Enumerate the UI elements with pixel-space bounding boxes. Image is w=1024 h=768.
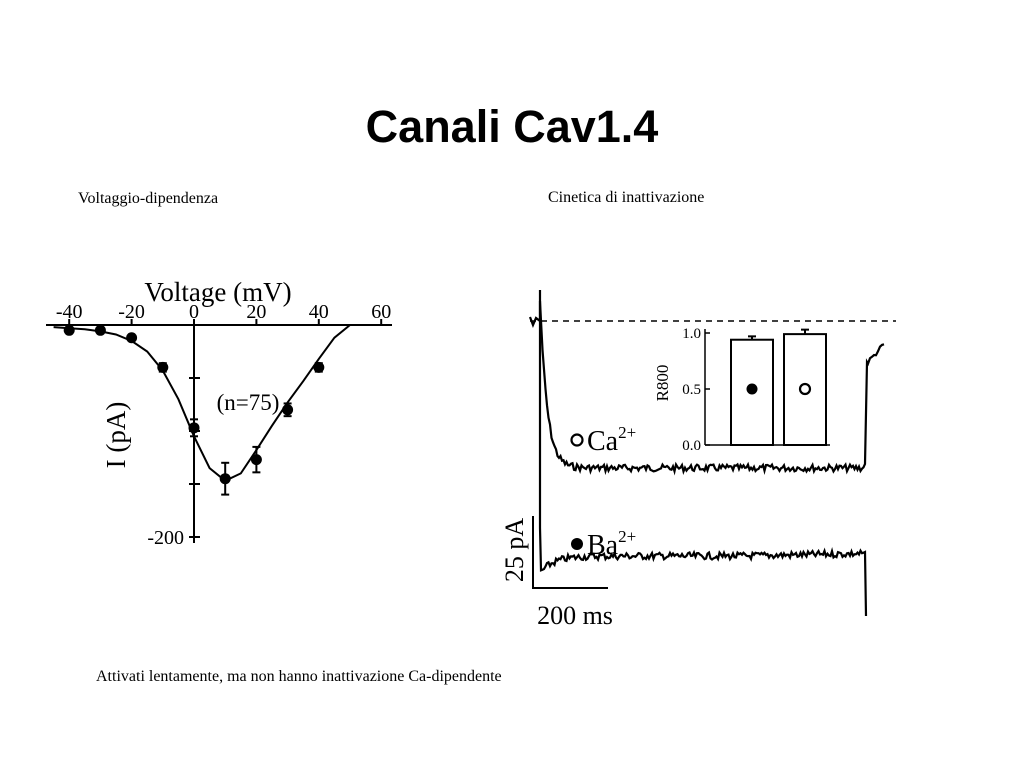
iv-data-point bbox=[219, 473, 231, 485]
iv-data-point bbox=[63, 324, 75, 336]
kinetics-chart: Ca2+ Ba2+ 25 pA 200 ms 0.0 0.5 1.0 R800 bbox=[500, 290, 896, 630]
iv-y-ticks: -200 bbox=[147, 377, 200, 549]
iv-x-tick-label: 40 bbox=[309, 301, 329, 323]
legend-ba-label: Ba2+ bbox=[587, 527, 636, 561]
scale-bar-x-label: 200 ms bbox=[537, 601, 613, 630]
inset-y-tick-label: 0.5 bbox=[682, 382, 701, 398]
iv-x-axis-label: Voltage (mV) bbox=[144, 277, 291, 307]
iv-x-tick-label: 0 bbox=[189, 301, 199, 323]
scale-bar: 25 pA 200 ms bbox=[500, 516, 613, 630]
trace-ca bbox=[528, 300, 885, 476]
slide-title: Canali Cav1.4 bbox=[365, 101, 659, 152]
iv-axes bbox=[46, 319, 392, 543]
iv-x-tick-label: -40 bbox=[56, 301, 83, 323]
iv-data-point bbox=[126, 332, 138, 344]
inset-y-tick-label: 0.0 bbox=[682, 438, 701, 454]
scale-bar-y-label: 25 pA bbox=[500, 518, 529, 583]
iv-y-axis-label: I (pA) bbox=[101, 402, 131, 469]
inset-bar-marker-open bbox=[798, 382, 812, 396]
iv-data-point bbox=[250, 454, 262, 466]
legend-ca-open-marker bbox=[570, 433, 584, 447]
iv-x-tick-label: 20 bbox=[246, 301, 266, 323]
legend-ca: Ca2+ bbox=[570, 423, 636, 457]
inset-bar-chart: 0.0 0.5 1.0 R800 bbox=[653, 326, 830, 454]
legend-ba: Ba2+ bbox=[571, 527, 636, 561]
iv-data-point bbox=[157, 361, 169, 373]
iv-data-point bbox=[94, 324, 106, 336]
scale-bar-lines bbox=[532, 516, 608, 589]
caption-summary: Attivati lentamente, ma non hanno inatti… bbox=[96, 668, 502, 685]
iv-fit-curve bbox=[53, 324, 351, 482]
iv-annotation: (n=75) bbox=[217, 390, 280, 415]
iv-x-tick-label: 60 bbox=[371, 301, 391, 323]
trace-ba bbox=[538, 290, 868, 617]
inset-bar-marker-filled bbox=[746, 383, 758, 395]
inset-y-tick-label: 1.0 bbox=[682, 326, 701, 342]
iv-data-point bbox=[313, 361, 325, 373]
legend-ba-filled-marker bbox=[571, 538, 583, 550]
iv-data-point bbox=[188, 422, 200, 434]
caption-voltage-dependence: Voltaggio-dipendenza bbox=[78, 190, 219, 207]
legend-ca-label: Ca2+ bbox=[587, 423, 636, 457]
iv-x-tick-label: -20 bbox=[118, 301, 145, 323]
iv-y-tick-label: -200 bbox=[147, 527, 184, 549]
iv-data-points bbox=[63, 324, 325, 496]
caption-inactivation-kinetics: Cinetica di inattivazione bbox=[548, 189, 705, 206]
iv-x-ticks: -40 -20 0 20 40 60 bbox=[56, 301, 391, 325]
inset-y-axis-label: R800 bbox=[653, 365, 672, 402]
iv-data-point bbox=[282, 404, 294, 416]
inset-bars bbox=[730, 328, 827, 446]
